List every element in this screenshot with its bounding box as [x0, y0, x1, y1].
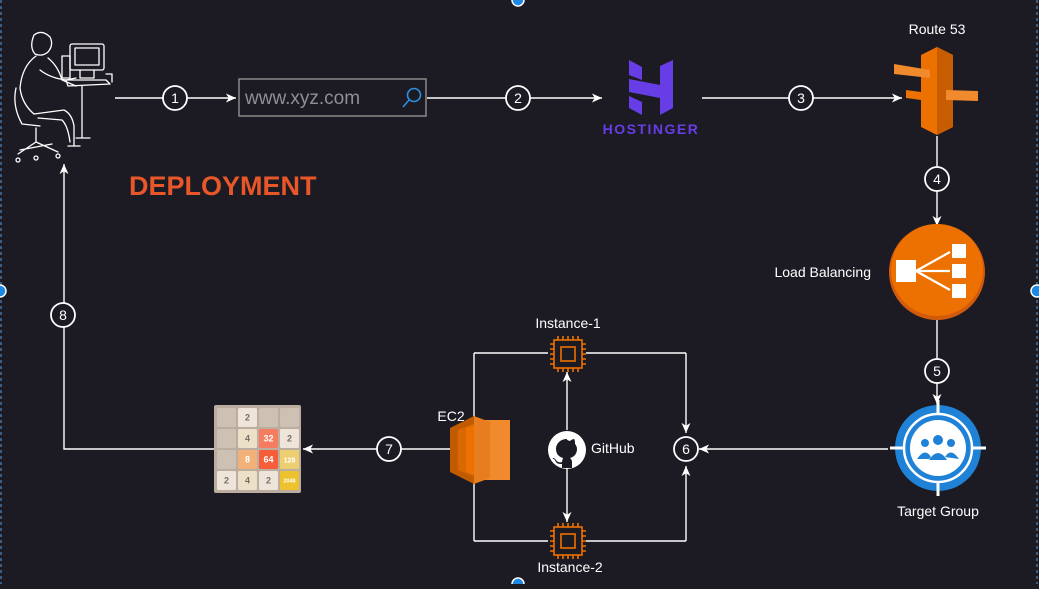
step-8-label: 8 [59, 307, 67, 323]
ec2-node: EC2 [437, 408, 510, 484]
game-tile-value: 128 [284, 458, 296, 465]
route53-icon [894, 47, 978, 135]
target-group-node: Target Group [890, 400, 986, 519]
step-8-marker: 8 [50, 302, 76, 328]
load-balancer-label: Load Balancing [774, 264, 871, 280]
game-tile [259, 471, 278, 490]
url-text: www.xyz.com [244, 88, 360, 109]
game-tile [280, 429, 299, 448]
selection-handle-left[interactable] [0, 284, 7, 298]
step-6-label: 6 [682, 441, 690, 457]
game-tile-value: 64 [263, 455, 273, 465]
game-tile [238, 471, 257, 490]
game-tile-value: 2 [245, 413, 250, 423]
game-tile [217, 429, 236, 448]
step-1-label: 1 [171, 90, 179, 106]
step-3-marker: 3 [788, 85, 814, 111]
step-6-marker: 6 [673, 436, 699, 462]
game-tile [217, 450, 236, 469]
chip-icon [550, 336, 586, 372]
selection-handle-right[interactable] [1030, 284, 1039, 298]
step-3-label: 3 [797, 90, 805, 106]
game-tile-value: 4 [245, 434, 250, 444]
game-tile [238, 450, 257, 469]
ec2-label: EC2 [437, 408, 464, 424]
game-tile [259, 429, 278, 448]
route53-label: Route 53 [909, 21, 966, 37]
instance-1-label: Instance-1 [535, 315, 601, 331]
step-4-marker: 4 [924, 166, 950, 192]
instance-1-node: Instance-1 [535, 315, 601, 372]
person-at-computer-icon [14, 31, 113, 163]
hostinger-node: HOSTINGER [603, 60, 700, 137]
load-balancer-icon [889, 224, 985, 320]
step-5-marker: 5 [924, 358, 950, 384]
route53-node: Route 53 [894, 21, 978, 135]
game-tile [238, 429, 257, 448]
selection-handle-bottom[interactable] [511, 577, 525, 589]
instance-2-node: Instance-2 [537, 523, 603, 575]
game-tile-value: 4 [245, 476, 250, 486]
game-tile [217, 471, 236, 490]
game-tile-value: 8 [245, 455, 250, 465]
game-tile-value: 2 [224, 476, 229, 486]
github-icon [548, 431, 586, 469]
load-balancer-node: Load Balancing [774, 224, 985, 320]
search-icon [402, 87, 422, 108]
game-tile [238, 408, 257, 427]
target-group-label: Target Group [897, 503, 979, 519]
hostinger-label: HOSTINGER [603, 121, 700, 137]
game-tile [280, 408, 299, 427]
game-tile-value: 2 [287, 434, 292, 444]
step-2-marker: 2 [505, 85, 531, 111]
step-1-marker: 1 [162, 85, 188, 111]
game-tile [217, 408, 236, 427]
github-node: GitHub [548, 431, 635, 469]
connectors [59, 93, 942, 542]
step-7-label: 7 [385, 441, 393, 457]
game-tile-value: 2 [266, 476, 271, 486]
instance-2-label: Instance-2 [537, 559, 603, 575]
diagram-title: DEPLOYMENT [129, 171, 317, 201]
edge-game-to-user [59, 164, 215, 450]
game-tile [280, 450, 299, 469]
step-7-marker: 7 [376, 436, 402, 462]
game-tile-value: 32 [263, 434, 273, 444]
game-tile-value: 2048 [283, 479, 295, 485]
hostinger-logo-icon [629, 60, 673, 115]
github-label: GitHub [591, 440, 635, 456]
game-tile [280, 471, 299, 490]
game-tile [259, 450, 278, 469]
selection-handle-top[interactable] [511, 0, 525, 7]
url-search-box[interactable]: www.xyz.com [238, 78, 427, 117]
ec2-icon [450, 416, 510, 484]
game-2048-icon: 2 4 32 2 8 64 128 2 4 2 2048 [214, 405, 301, 493]
step-5-label: 5 [933, 363, 941, 379]
game-tile [259, 408, 278, 427]
step-4-label: 4 [933, 171, 941, 187]
chip-icon [550, 523, 586, 559]
step-2-label: 2 [514, 90, 522, 106]
target-group-icon [890, 400, 986, 496]
